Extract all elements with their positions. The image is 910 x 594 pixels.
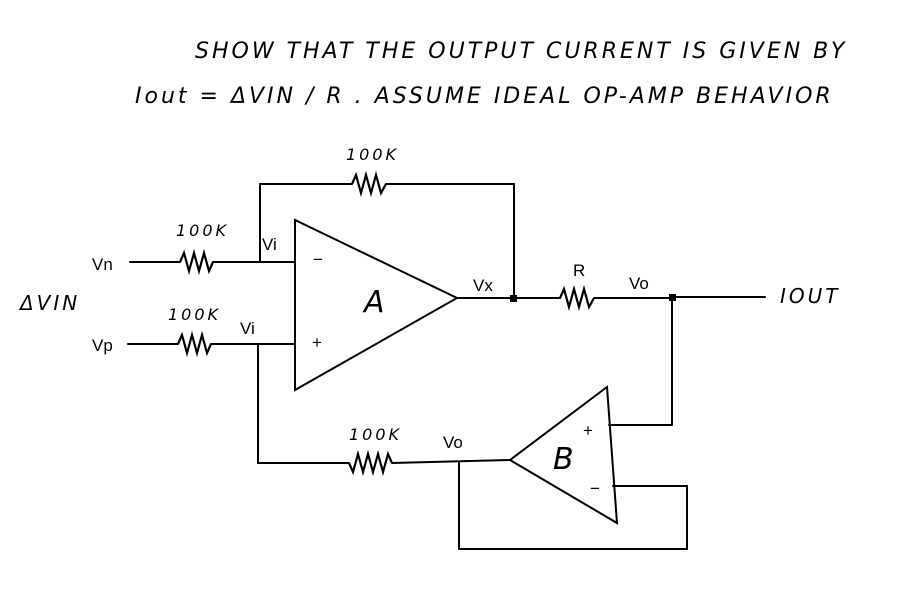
vi-top-label: Vi	[262, 235, 277, 254]
vx-label: Vx	[473, 276, 493, 295]
opamp-b-plus: +	[583, 421, 593, 440]
opamp-a-minus: −	[313, 250, 323, 269]
opamp-b-triangle	[508, 385, 619, 525]
output-resistor	[558, 284, 595, 312]
opamp-b-minus: −	[590, 479, 600, 498]
lower-resistor	[347, 449, 394, 477]
opamp-b-label: B	[553, 442, 574, 477]
vo-right-label: Vo	[629, 274, 649, 293]
vp-resistor	[176, 330, 213, 358]
b-output-wire	[391, 459, 511, 464]
lower-resistor-label: 100K	[349, 425, 402, 444]
output-resistor-label: R	[573, 261, 585, 280]
feedback-resistor	[350, 170, 387, 198]
vx-node	[510, 295, 517, 302]
problem-line-1: SHOW THAT THE OUTPUT CURRENT IS GIVEN BY	[195, 39, 847, 64]
opamp-a-triangle	[294, 218, 460, 392]
vo-bottom-label: Vo	[443, 433, 463, 452]
opamp-a-plus: +	[312, 333, 322, 352]
vn-label: Vn	[92, 255, 113, 274]
iout-label: IOUT	[780, 284, 841, 308]
vn-resistor-label: 100K	[176, 221, 229, 240]
delta-vin-label: ΔVIN	[18, 291, 80, 315]
problem-line-2: Iout = ΔVIN / R . ASSUME IDEAL OP-AMP BE…	[135, 84, 834, 109]
opamp-a-label: A	[362, 285, 385, 320]
vp-label: Vp	[92, 336, 113, 355]
vn-resistor	[178, 248, 215, 276]
vi-bottom-label: Vi	[240, 319, 255, 338]
vp-resistor-label: 100K	[168, 305, 221, 324]
feedback-resistor-label: 100K	[346, 145, 399, 164]
